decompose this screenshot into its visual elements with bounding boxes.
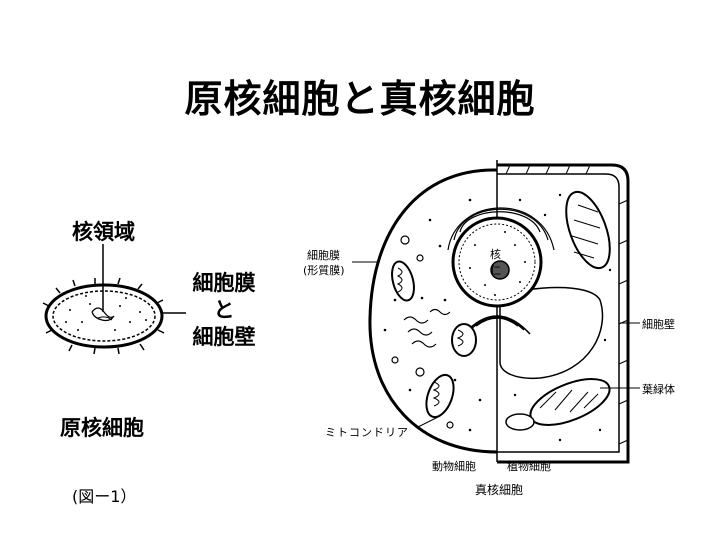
nucleus <box>447 207 555 308</box>
prokaryote-cell <box>42 244 186 355</box>
nucleoid-label: 核領域 <box>72 220 135 244</box>
prokaryote-caption: 原核細胞 <box>60 416 144 440</box>
plant-cell-label: 植物細胞 <box>507 460 551 473</box>
membrane-label-line3: 細胞壁 <box>192 325 256 349</box>
mitochondria-label: ミトコンドリア <box>325 426 409 439</box>
cell-membrane-label: 細胞膜 <box>307 249 340 262</box>
plant-cell-half <box>497 163 630 464</box>
page-title: 原核細胞と真核細胞 <box>184 77 536 121</box>
mitochondria-animal <box>391 260 477 419</box>
cell-membrane-alt-label: (形質膜) <box>303 264 345 277</box>
cell-wall-label: 細胞壁 <box>642 318 675 331</box>
nucleolus-label: 仁 <box>490 264 501 277</box>
figure-number: (図ー1） <box>72 487 137 506</box>
animal-cell-label: 動物細胞 <box>432 460 476 473</box>
membrane-label-line1: 細胞膜 <box>192 271 256 295</box>
membrane-wall-label: 細胞膜 と 細胞壁 <box>186 270 262 351</box>
chloroplast-label: 葉緑体 <box>642 383 675 396</box>
nucleus-label: 核 <box>490 248 501 261</box>
eukaryote-caption: 真核細胞 <box>475 483 524 497</box>
membrane-label-line2: と <box>213 298 235 322</box>
